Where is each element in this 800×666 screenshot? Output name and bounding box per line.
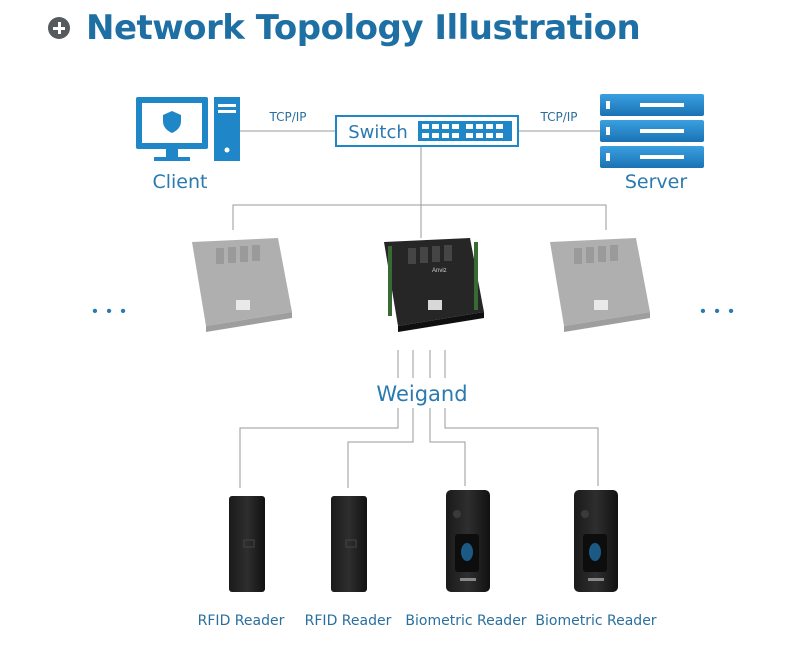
controller-brand: Anviz xyxy=(432,268,447,274)
controller-board-right xyxy=(550,238,650,332)
tcpip-label-left: TCP/IP xyxy=(268,110,306,124)
client-label: Client xyxy=(152,171,207,193)
biometric-reader-2 xyxy=(574,490,618,592)
reader-label-3: Biometric Reader xyxy=(405,613,526,629)
biometric-reader-1 xyxy=(446,490,490,592)
reader-label-4: Biometric Reader xyxy=(535,613,656,629)
page-title: Network Topology Illustration xyxy=(86,8,641,48)
more-controllers-left: • • • xyxy=(92,303,128,320)
weigand-label: Weigand xyxy=(376,382,467,406)
tcpip-label-right: TCP/IP xyxy=(539,110,577,124)
controller-board-left xyxy=(192,238,292,332)
page-header: Network Topology Illustration xyxy=(48,8,641,48)
plus-circle-icon xyxy=(48,17,70,39)
server-label: Server xyxy=(625,171,687,193)
controller-board-center: Anviz xyxy=(384,238,484,332)
switch-device xyxy=(335,115,519,147)
rfid-reader-2 xyxy=(331,496,367,592)
reader-label-1: RFID Reader xyxy=(198,613,285,629)
rfid-reader-1 xyxy=(229,496,265,592)
server-rack-icon xyxy=(600,94,704,168)
more-controllers-right: • • • xyxy=(700,303,736,320)
switch-label: Switch xyxy=(348,122,408,143)
switch-ports-icon xyxy=(422,124,503,138)
reader-label-2: RFID Reader xyxy=(305,613,392,629)
client-computer-icon xyxy=(136,97,240,161)
connection-lines xyxy=(232,130,607,488)
